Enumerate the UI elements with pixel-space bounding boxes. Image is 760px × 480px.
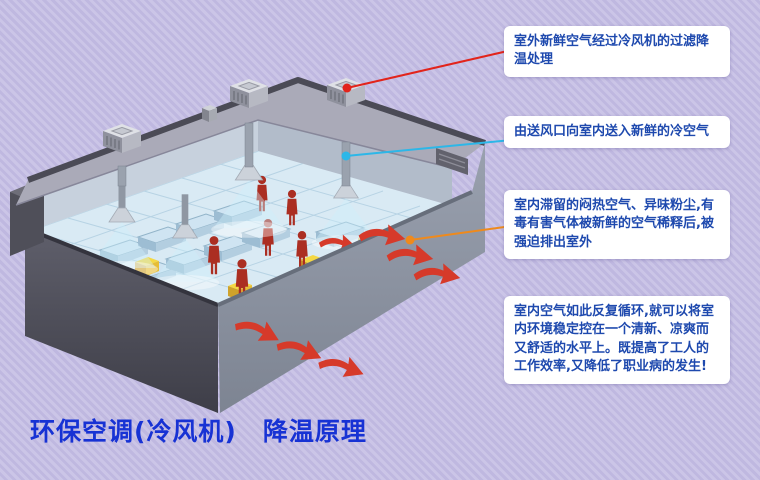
front-left-wall [25,228,218,413]
connector-line-intake [346,49,513,89]
callout-intake-filter: 室外新鲜空气经过冷风机的过滤降温处理 [504,26,730,77]
supply-duct [341,141,351,187]
right-wall-top-edge [217,190,473,307]
callout-exhaust: 室内滞留的闷热空气、异味粉尘,有毒有害气体被新鲜的空气稀释后,被强迫排出室外 [504,190,730,260]
connector-line-supply [345,139,513,157]
supply-ducts [117,122,351,187]
callout-cold-air-supply: 由送风口向室内送入新鲜的冷空气 [504,116,730,149]
red-connector-dot [342,83,352,93]
supply-duct [117,165,127,187]
connector-line-exhaust [409,225,513,241]
orange-connector-dot [405,235,415,245]
interior-back-right-wall [258,120,452,206]
callout-circulation: 室内空气如此反复循环,就可以将室内环境稳定控在一个清新、凉爽而又舒适的水平上。既… [504,296,730,384]
wall-louver [436,148,468,175]
callout-connectors [341,49,513,245]
page-title: 环保空调(冷风机) 降温原理 [30,417,367,446]
exhaust-arrow [316,346,368,387]
supply-duct [244,122,254,168]
cyan-connector-dot [341,151,351,161]
interior-back-left-wall [16,120,258,232]
left-wall-top-edge [24,226,219,307]
roof-chimney [202,105,217,122]
